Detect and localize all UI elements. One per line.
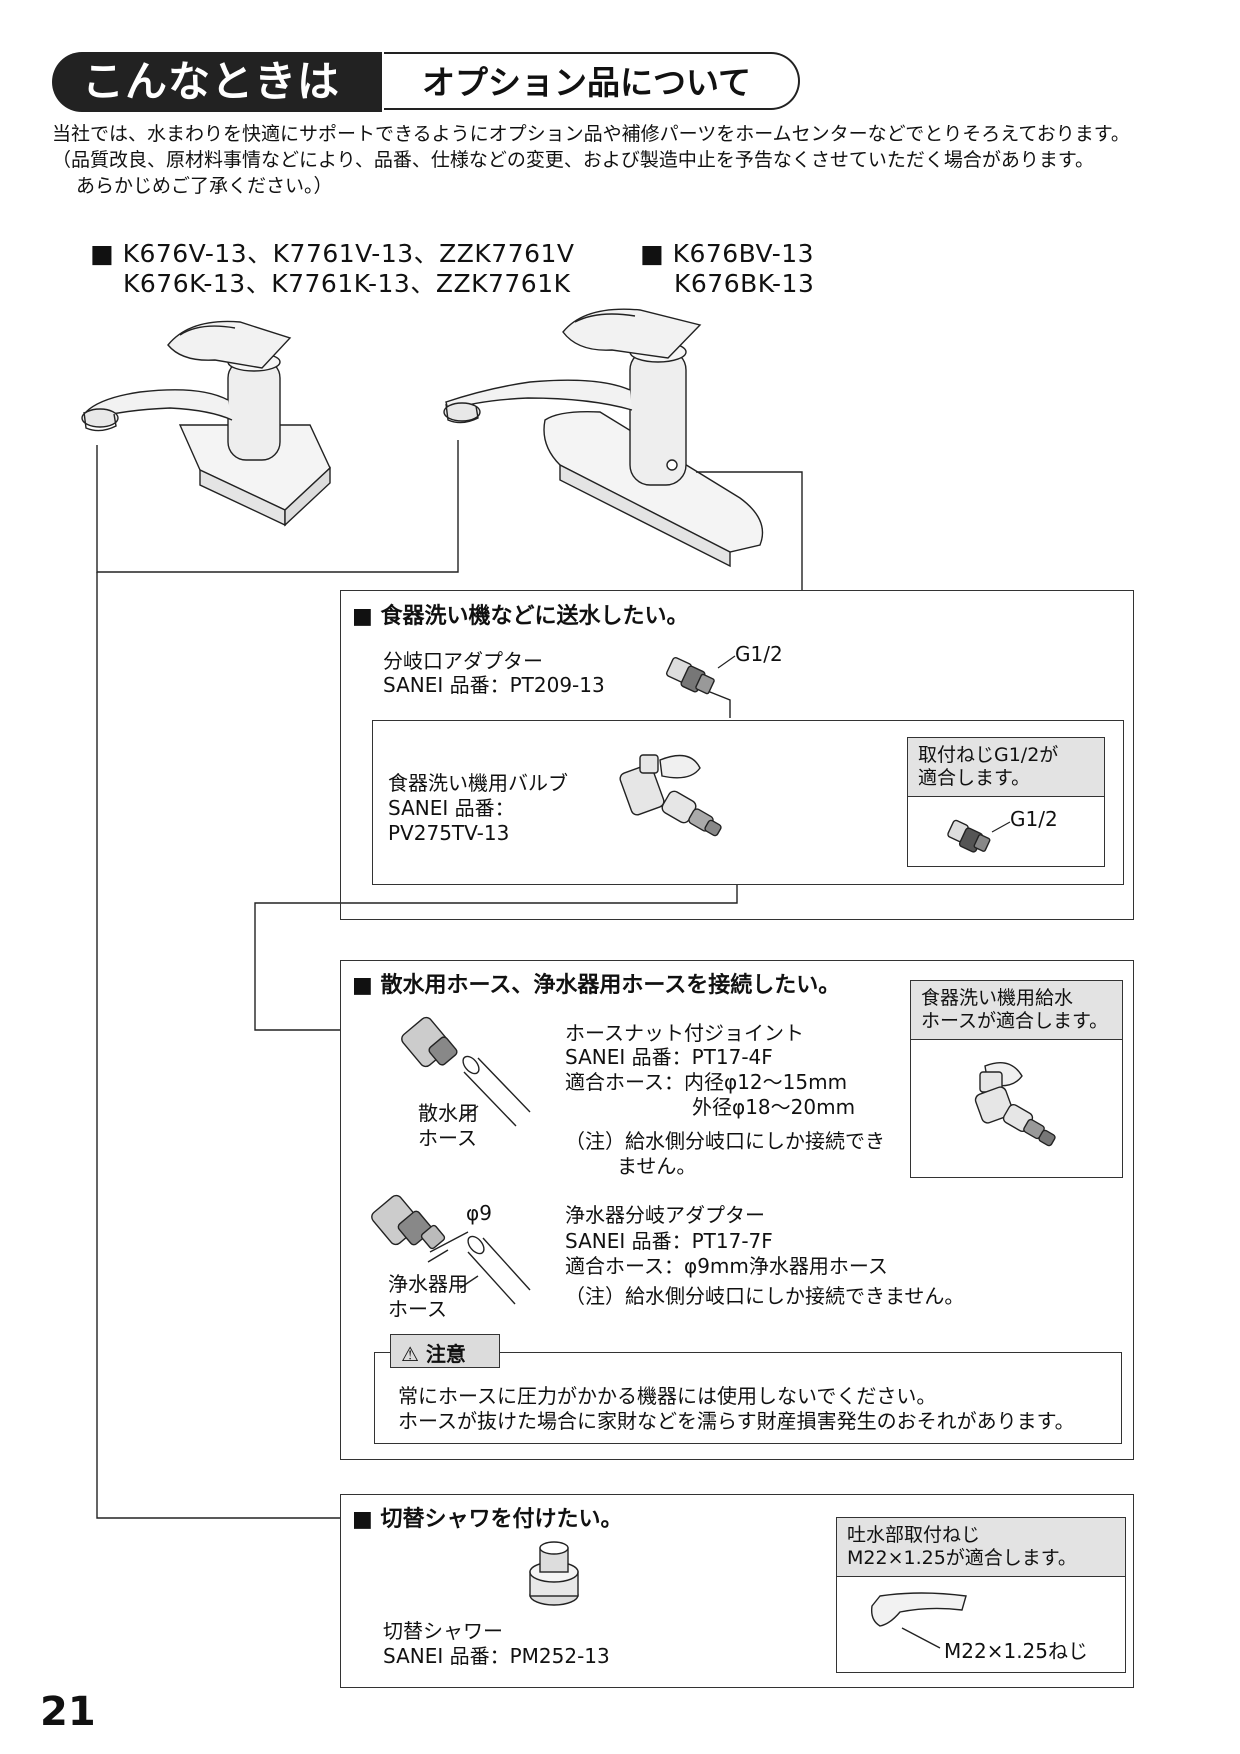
shower-part-number: SANEI 品番：PM252-13	[383, 1644, 610, 1668]
caution-line-2: ホースが抜けた場合に家財などを濡らす財産損害発生のおそれがあります。	[398, 1409, 1075, 1433]
section-shower-title: ■ 切替シャワを付けたい。	[352, 1507, 623, 1532]
title-left: こんなときは	[52, 52, 382, 112]
thread-spec-label: M22×1.25ねじ	[944, 1639, 1088, 1663]
section-hose-title: ■ 散水用ホース、浄水器用ホースを接続したい。	[352, 973, 841, 998]
purifier-hose: 適合ホース：φ9mm浄水器用ホース	[565, 1254, 888, 1278]
sprinkler-hose-label-1: 散水用	[418, 1101, 478, 1125]
hose-side-note-line-2: ホースが適合します。	[921, 1009, 1109, 1032]
adapter-part-number: SANEI 品番：PT209-13	[383, 673, 605, 697]
thread-spec-line-2: M22×1.25が適合します。	[847, 1546, 1077, 1569]
intro-line-2: （品質改良、原材料事情などにより、品番、仕様などの変更、および製造中止を予告なく…	[52, 149, 1094, 171]
shower-name: 切替シャワー	[383, 1619, 503, 1643]
caution-box	[374, 1352, 1122, 1444]
model-group-2-line-2: K676BK-13	[674, 269, 815, 298]
joint-note-1: （注）給水側分岐口にしか接続でき	[565, 1129, 885, 1153]
faucet-2-illustration	[443, 308, 764, 568]
hose-side-note-box: 食器洗い機用給水 ホースが適合します。	[910, 980, 1123, 1178]
joint-hose-outer: 外径φ18～20mm	[692, 1095, 856, 1119]
thread-note-line-1: 取付ねじG1/2が	[918, 744, 1059, 766]
purifier-hose-label-1: 浄水器用	[388, 1272, 468, 1296]
model-group-1-line-2: K676K-13、K7761K-13、ZZK7761K	[123, 269, 571, 298]
model-group-2-line-1: ■ K676BV-13	[640, 239, 815, 268]
page-number: 21	[40, 1689, 96, 1735]
warning-icon: ⚠	[401, 1342, 419, 1366]
valve-name: 食器洗い機用バルブ	[388, 771, 568, 795]
adapter-name: 分岐口アダプター	[383, 649, 543, 673]
thread-note-header: 取付ねじG1/2が 適合します。	[908, 738, 1104, 797]
valve-box	[372, 720, 1124, 885]
section-dishwasher-title: ■ 食器洗い機などに送水したい。	[352, 604, 689, 629]
section-dishwasher	[340, 590, 1134, 920]
intro-line-1: 当社では、水まわりを快適にサポートできるようにオプション品や補修パーツをホームセ…	[52, 123, 1130, 145]
thread-spec-line-1: 吐水部取付ねじ	[847, 1524, 981, 1546]
title-right: オプション品について	[384, 52, 800, 110]
caution-label: 注意	[425, 1342, 466, 1366]
phi9-label: φ9	[466, 1201, 492, 1225]
joint-hose-inner: 適合ホース：内径φ12～15mm	[565, 1070, 848, 1094]
hose-side-note-line-1: 食器洗い機用給水	[921, 987, 1074, 1009]
valve-part-number: PV275TV-13	[388, 821, 510, 845]
faucet-1-illustration	[81, 320, 331, 527]
section-hose	[340, 960, 1134, 1460]
purifier-note: （注）給水側分岐口にしか接続できません。	[565, 1284, 965, 1308]
caution-tag: ⚠ 注意	[390, 1334, 500, 1368]
intro-line-3: あらかじめご了承ください。）	[76, 175, 333, 197]
joint-name: ホースナット付ジョイント	[565, 1021, 804, 1045]
valve-part-label: SANEI 品番：	[388, 796, 515, 820]
adapter-thread-label: G1/2	[735, 642, 783, 666]
joint-part-number: SANEI 品番：PT17-4F	[565, 1045, 773, 1069]
purifier-name: 浄水器分岐アダプター	[565, 1203, 765, 1227]
purifier-hose-label-2: ホース	[388, 1297, 447, 1321]
sprinkler-hose-label-2: ホース	[418, 1126, 477, 1150]
model-group-1-line-1: ■ K676V-13、K7761V-13、ZZK7761V	[90, 239, 575, 268]
thread-note-box: 取付ねじG1/2が 適合します。	[907, 737, 1105, 867]
joint-note-2: ません。	[617, 1154, 697, 1178]
page-title: こんなときは オプション品について	[52, 52, 800, 112]
section-shower	[340, 1494, 1134, 1688]
thread-spec-header: 吐水部取付ねじ M22×1.25が適合します。	[837, 1518, 1125, 1577]
thread-note-line-2: 適合します。	[918, 766, 1031, 789]
hose-side-note-header: 食器洗い機用給水 ホースが適合します。	[911, 981, 1122, 1040]
thread-note-label: G1/2	[1010, 807, 1058, 831]
caution-line-1: 常にホースに圧力がかかる機器には使用しないでください。	[398, 1384, 937, 1408]
thread-spec-box: 吐水部取付ねじ M22×1.25が適合します。	[836, 1517, 1126, 1673]
purifier-part-number: SANEI 品番：PT17-7F	[565, 1229, 773, 1253]
